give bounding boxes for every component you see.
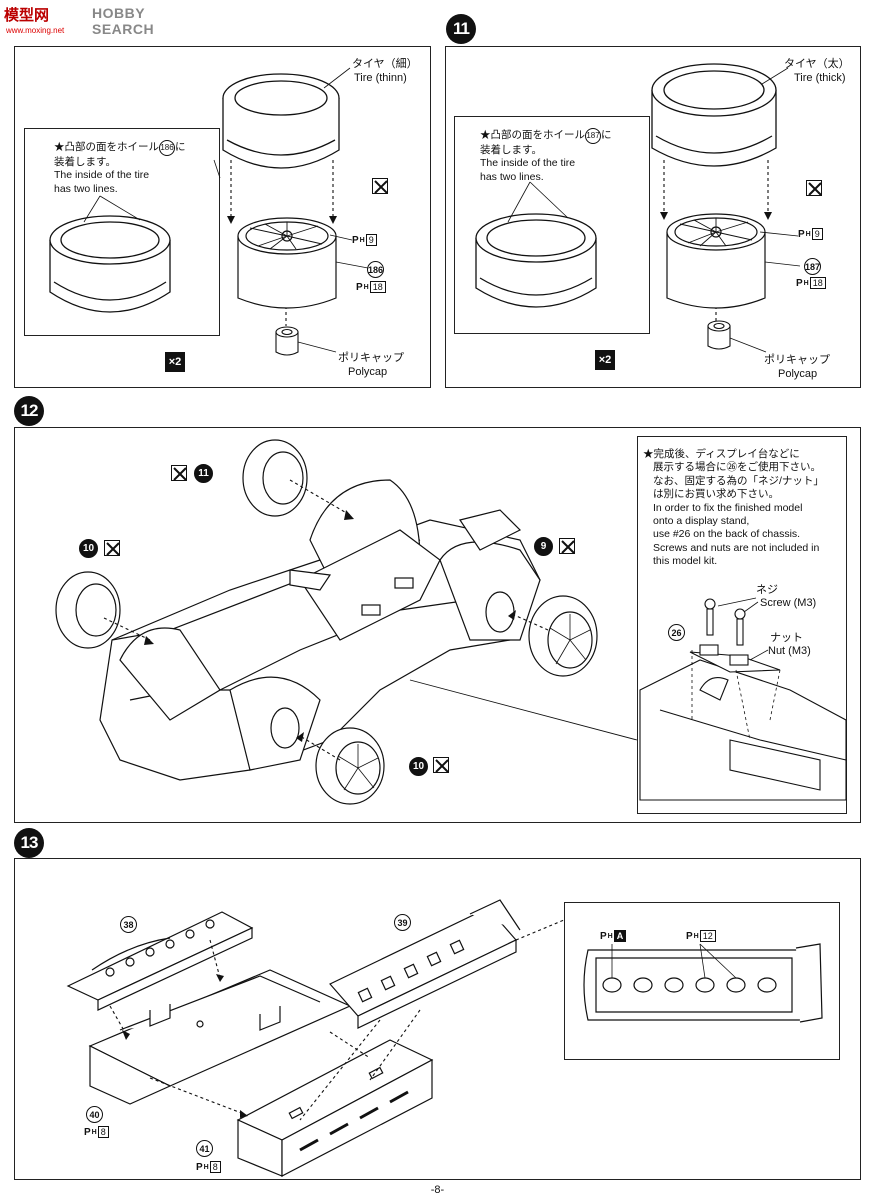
tire-thick-label-jp: タイヤ（太） [784, 58, 850, 70]
polycap-label-en: Polycap [348, 366, 388, 378]
part-41-number: 41 [196, 1140, 213, 1157]
site-name[interactable]: HOBBY SEARCH [92, 5, 155, 37]
polycap-label-jp: ポリキャップ [338, 352, 404, 364]
screw-label-en: Screw (M3) [760, 597, 817, 609]
step-ref-10: 10 [409, 757, 428, 776]
step-11-badge: 11 [446, 14, 476, 44]
step-13-badge: 13 [14, 828, 44, 858]
step-12-note: ★完成後、ディスプレイ台などに 展示する場合に㉖をご使用下さい。 なお、固定する… [643, 448, 824, 568]
site-url[interactable]: www.moxing.net [6, 26, 65, 35]
part-39-number: 39 [394, 914, 411, 931]
no-glue-icon [104, 540, 120, 556]
site-header: 模型网 HOBBY SEARCH www.moxing.net [0, 0, 200, 37]
step-13-detail-box [564, 902, 840, 1060]
site-logo[interactable]: 模型网 [4, 7, 50, 24]
no-glue-icon [372, 178, 388, 194]
quantity-badge: ×2 [595, 350, 615, 370]
nut-label-en: Nut (M3) [768, 645, 811, 657]
wheel-part-number: 186 [367, 261, 384, 278]
step-ref-11: 11 [194, 464, 213, 483]
polycap-label-jp: ポリキャップ [764, 354, 830, 366]
tire-thin-label-jp: タイヤ（細） [352, 58, 418, 70]
no-glue-icon [171, 465, 187, 481]
screw-label-jp: ネジ [756, 584, 778, 596]
no-glue-icon [433, 757, 449, 773]
page-number: -8- [430, 1184, 445, 1196]
nut-label-jp: ナット [770, 632, 803, 644]
part-38-number: 38 [120, 916, 137, 933]
tire-thin-label-en: Tire (thinn) [354, 72, 407, 84]
step-12-badge: 12 [14, 396, 44, 426]
part-26-number: 26 [668, 624, 685, 641]
step-11-note: ★凸部の面をホイール187に 装着します。 The inside of the … [480, 128, 612, 183]
step-10-note: ★凸部の面をホイール186に 装着します。 The inside of the … [54, 140, 186, 195]
part-40-number: 40 [86, 1106, 103, 1123]
tire-thick-label-en: Tire (thick) [794, 72, 846, 84]
step-ref-10: 10 [79, 539, 98, 558]
wheel-part-number: 187 [804, 258, 821, 275]
polycap-label-en: Polycap [778, 368, 818, 380]
quantity-badge: ×2 [165, 352, 185, 372]
no-glue-icon [806, 180, 822, 196]
no-glue-icon [559, 538, 575, 554]
step-ref-9: 9 [534, 537, 553, 556]
